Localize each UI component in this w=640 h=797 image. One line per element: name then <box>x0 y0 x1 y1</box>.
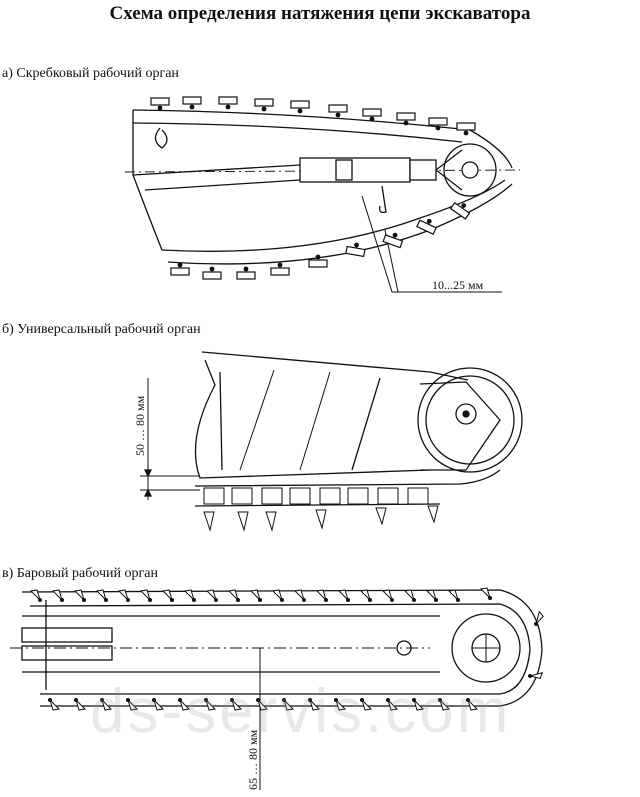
universal-teeth <box>203 487 439 532</box>
caption-bar: в) Баровый рабочий орган <box>2 566 158 581</box>
diagram-universal <box>140 351 523 507</box>
dimension-universal: 50 … 80 мм <box>133 395 147 456</box>
dimension-scraper: 10...25 мм <box>432 278 484 292</box>
page-title: Схема определения натяжения цепи экскава… <box>109 3 531 24</box>
watermark: ds-servis.com <box>90 677 512 746</box>
caption-universal: б) Универсальный рабочий орган <box>2 322 201 337</box>
scraper-chain-bottom <box>170 197 474 280</box>
caption-scraper: а) Скребковый рабочий орган <box>2 66 179 81</box>
diagram-bar <box>10 589 543 790</box>
